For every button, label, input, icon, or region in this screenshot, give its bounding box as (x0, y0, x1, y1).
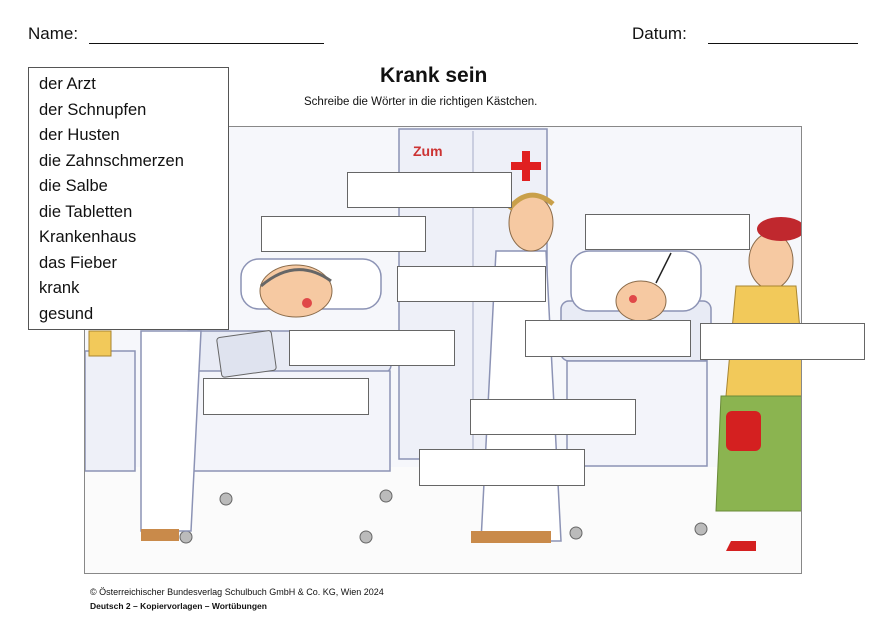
word-item: der Husten (39, 126, 120, 144)
answer-box[interactable] (700, 323, 865, 360)
word-item: gesund (39, 304, 94, 323)
nurse-figure (140, 330, 277, 541)
name-label: Name: (28, 24, 79, 43)
word-item: die Tabletten (39, 202, 133, 221)
red-cross-icon (511, 151, 541, 181)
copyright-text: © Österreichischer Bundesverlag Schulbuc… (90, 587, 384, 597)
answer-box[interactable] (397, 266, 546, 302)
answer-box[interactable] (470, 399, 636, 435)
patient-right (615, 252, 672, 322)
word-item: das Fieber (39, 253, 117, 272)
word-item: der Schnupfen (39, 100, 147, 119)
answer-box[interactable] (525, 320, 691, 357)
date-label: Datum: (632, 24, 687, 43)
date-line[interactable] (707, 43, 858, 44)
answer-box[interactable] (261, 216, 426, 252)
door-sign-text: Zum (413, 143, 443, 159)
answer-box[interactable] (419, 449, 585, 486)
name-field: Name: (28, 24, 324, 44)
name-line[interactable] (88, 43, 324, 44)
answer-box[interactable] (203, 378, 369, 415)
answer-box[interactable] (585, 214, 750, 250)
series-text: Deutsch 2 – Kopiervorlagen – Wortübungen (90, 601, 267, 611)
word-item: die Salbe (39, 177, 108, 195)
worksheet-title: Krank sein (380, 64, 488, 87)
word-item: der Arzt (39, 75, 96, 93)
word-item: krank (39, 279, 80, 297)
word-bank: der Arzt der Schnupfen der Husten die Za… (28, 67, 229, 330)
word-item: die Zahnschmerzen (39, 151, 184, 170)
word-item: Krankenhaus (39, 228, 137, 246)
instruction-text: Schreibe die Wörter in die richtigen Käs… (304, 96, 538, 108)
date-field: Datum: (632, 24, 858, 44)
visitor-figure (715, 217, 801, 551)
answer-box[interactable] (289, 330, 455, 366)
patient-left (259, 264, 333, 318)
answer-box[interactable] (347, 172, 512, 208)
